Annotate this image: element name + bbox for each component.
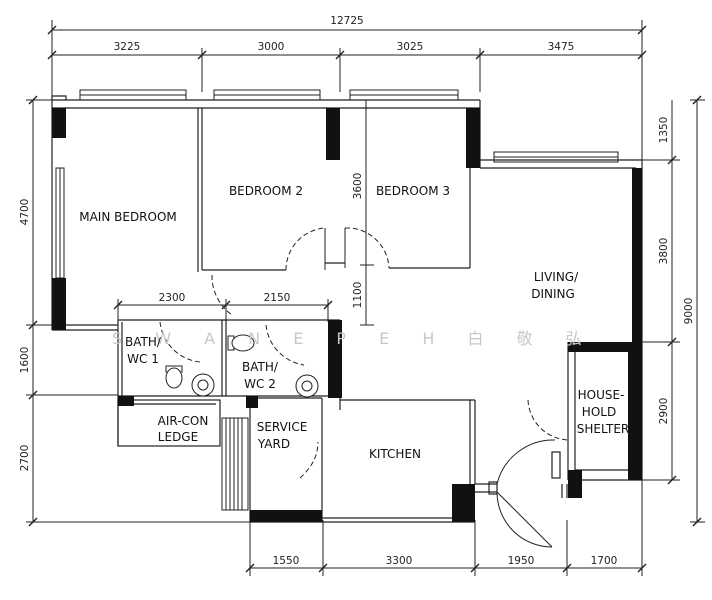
room-bath-1-line1: BATH/ [125,335,162,349]
room-bath-2-line2: WC 2 [244,377,276,391]
dimension-lines [26,20,705,576]
room-aircon-line1: AIR-CON [158,414,209,428]
bath-fixtures [165,334,319,398]
room-shelter-line2: HOLD [582,405,616,419]
dim-interior-2: 1100 [352,282,364,309]
dim-bottom-2: 3300 [386,555,413,567]
dim-left-2: 1600 [19,347,31,374]
room-bedroom-2: BEDROOM 2 [229,184,303,198]
room-shelter-line1: HOUSE- [578,388,625,402]
dimension-labels: 12725 3225 3000 3025 3475 9000 1350 3800… [19,15,695,567]
ledge-railing [221,417,249,511]
room-main-bedroom: MAIN BEDROOM [79,210,177,224]
walls [51,95,643,523]
dim-left-3: 2700 [19,445,31,472]
room-service-yard-line2: YARD [257,437,290,451]
room-service-yard-line1: SERVICE [257,420,308,434]
dim-left-1: 4700 [19,199,31,226]
dim-right-1: 1350 [658,117,670,144]
dim-top-3: 3025 [397,41,424,53]
entry-door [496,439,556,548]
dim-right-2: 3800 [658,238,670,265]
dim-bottom-3: 1950 [508,555,535,567]
room-labels: MAIN BEDROOM BEDROOM 2 BEDROOM 3 LIVING/… [79,184,629,461]
room-living-dining-line2: DINING [531,287,575,301]
dim-top-4: 3475 [548,41,575,53]
dim-overall-right: 9000 [683,298,695,325]
room-bath-1-line2: WC 1 [127,352,159,366]
dim-interior-1: 3600 [352,173,364,200]
dim-overall-top: 12725 [330,15,363,27]
room-bedroom-3: BEDROOM 3 [376,184,450,198]
dim-bath-2: 2150 [264,292,291,304]
dim-bottom-4: 1700 [591,555,618,567]
dim-bottom-1: 1550 [273,555,300,567]
door-swings [159,227,569,479]
room-shelter-line3: SHELTER [577,422,630,436]
dim-bath-1: 2300 [159,292,186,304]
dim-right-3: 2900 [658,398,670,425]
watermark: S W A N E P E H 白 敬 弘 [112,329,596,348]
room-aircon-line2: LEDGE [158,430,198,444]
room-bath-2-line1: BATH/ [242,360,279,374]
dim-top-2: 3000 [258,41,285,53]
dim-top-1: 3225 [114,41,141,53]
room-living-dining-line1: LIVING/ [534,270,579,284]
room-kitchen: KITCHEN [369,447,421,461]
